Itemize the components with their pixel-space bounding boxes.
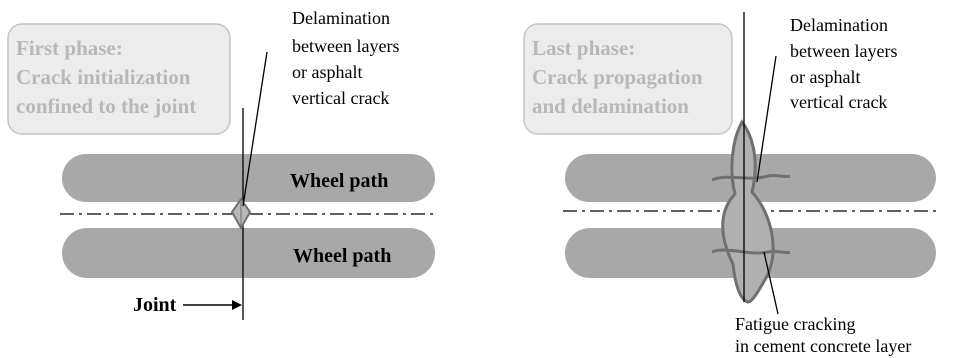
left-wheel-path-top-label: Wheel path (290, 170, 388, 192)
right-phase-title: Last phase: Crack propagation and delami… (532, 36, 708, 118)
left-panel: First phase: Crack initialization confin… (7, 8, 435, 320)
right-delamination-note: Delamination between layers or asphalt v… (790, 15, 902, 112)
left-phase-box (7, 23, 231, 135)
fatigue-cracking-note: Fatigue cracking in cement concrete laye… (735, 314, 911, 356)
joint-label: Joint (133, 294, 177, 316)
left-delamination-leader (242, 51, 268, 207)
right-phase-box (523, 23, 733, 135)
joint-arrow-head (232, 300, 242, 310)
right-crack-line-lower (711, 248, 791, 255)
left-wheel-path-bottom-label: Wheel path (293, 245, 391, 267)
right-fatigue-leader (763, 251, 779, 315)
right-crack-shape (721, 119, 775, 304)
right-delamination-leader (756, 55, 777, 183)
left-wheel-path-bottom (62, 228, 435, 278)
left-phase-title: First phase: Crack initialization confin… (16, 36, 196, 118)
right-panel: Last phase: Crack propagation and delami… (523, 12, 936, 356)
left-delamination-note: Delamination between layers or asphalt v… (292, 8, 404, 108)
right-crack-line-upper (711, 173, 791, 182)
left-wheel-path-top (62, 154, 435, 202)
